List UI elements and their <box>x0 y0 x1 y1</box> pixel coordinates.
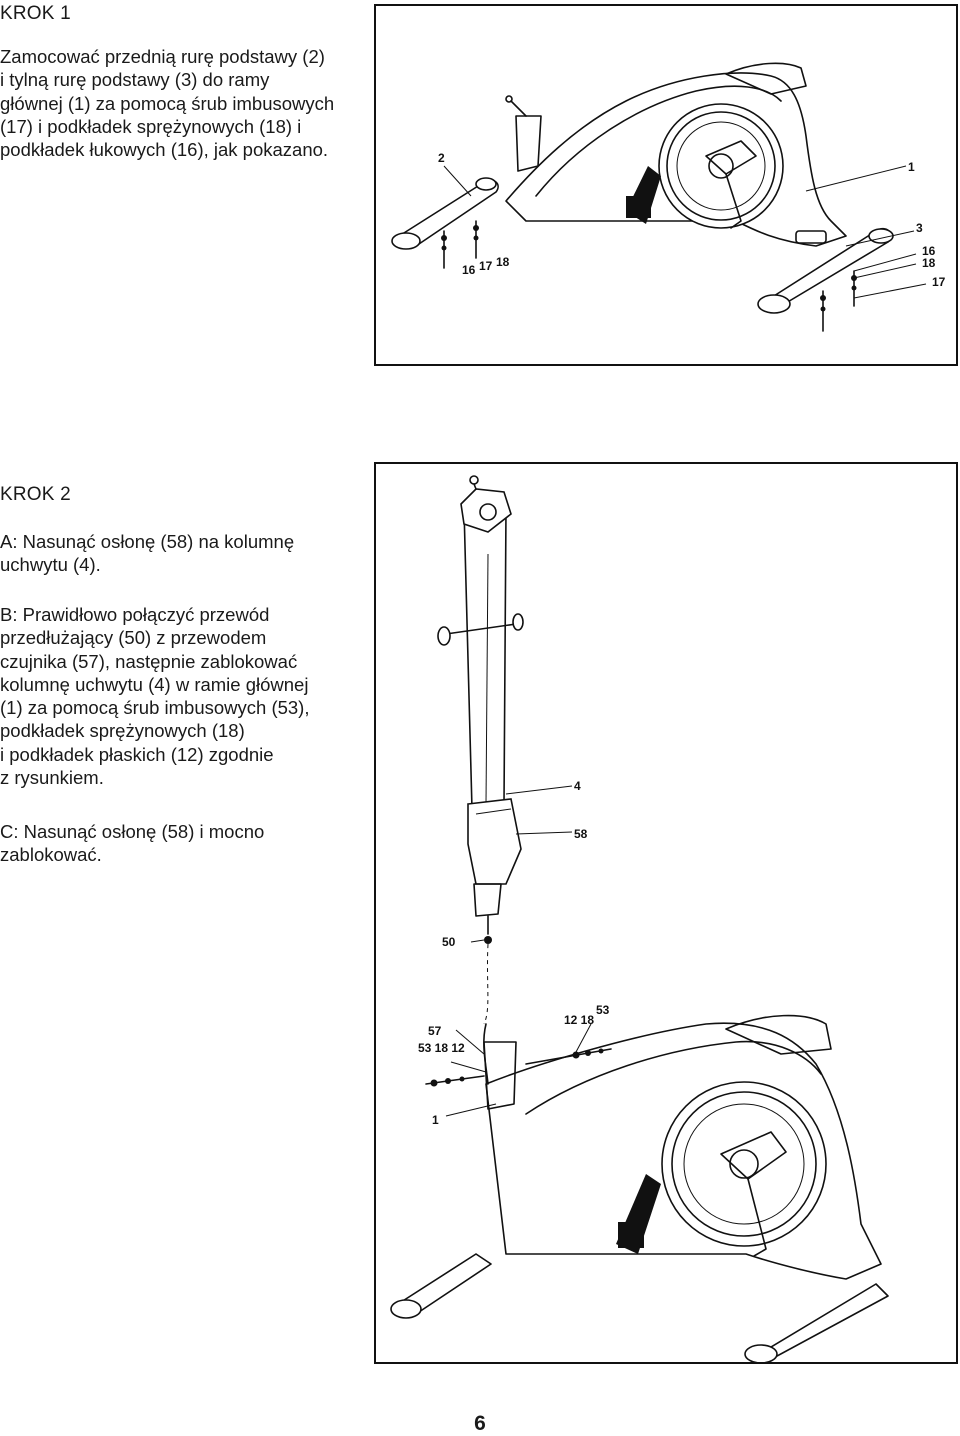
callout-16: 16 <box>922 244 936 258</box>
step2-c-line: C: Nasunąć osłonę (58) i mocno <box>0 821 265 842</box>
step2-instruction-c: C: Nasunąć osłonę (58) i mocno zablokowa… <box>0 820 264 867</box>
callout-18: 18 <box>922 256 936 270</box>
step2-b-line: czujnika (57), następnie zablokować <box>0 650 298 672</box>
step2-instruction-b: B: Prawidłowo połączyć przewód przedłuża… <box>0 603 309 789</box>
step2-b-line: B: Prawidłowo połączyć przewód <box>0 604 270 625</box>
step2-c-line: zablokować. <box>0 844 102 866</box>
step1-line: podkładek łukowych (16), jak pokazano. <box>0 139 329 161</box>
callout-50: 50 <box>442 935 456 949</box>
step2-a-line: uchwytu (4). <box>0 554 101 576</box>
step1-line: (17) i podkładek sprężynowych (18) i <box>0 115 302 137</box>
callout-2: 2 <box>438 151 445 165</box>
callout-53: 53 <box>596 1003 610 1017</box>
step2-figure: 4 58 50 57 53 18 12 12 18 53 1 <box>374 462 958 1364</box>
callout-17: 17 <box>479 259 493 273</box>
callout-12-18: 12 18 <box>564 1013 594 1027</box>
step1-instructions: Zamocować przednią rurę podstawy (2) i t… <box>0 45 334 161</box>
step1-line: Zamocować przednią rurę podstawy (2) <box>0 46 325 67</box>
callout-17: 17 <box>932 275 946 289</box>
step2-b-line: (1) za pomocą śrub imbusowych (53), <box>0 697 310 719</box>
page-number: 6 <box>474 1412 486 1435</box>
step1-figure: 2 1 3 16 17 18 16 18 17 <box>374 4 958 366</box>
step2-elliptical-drawing: 4 58 50 57 53 18 12 12 18 53 1 <box>390 475 889 1362</box>
step2-b-line: z rysunkiem. <box>0 767 104 789</box>
step2-b-line: i podkładek płaskich (12) zgodnie <box>0 743 274 765</box>
callout-16: 16 <box>462 263 476 277</box>
callout-3: 3 <box>916 221 923 235</box>
callout-57: 57 <box>428 1024 442 1038</box>
step2-b-line: kolumnę uchwytu (4) w ramie głównej <box>0 673 309 695</box>
step2-b-line: podkładek sprężynowych (18) <box>0 720 245 742</box>
callout-4: 4 <box>574 779 581 793</box>
callout-1: 1 <box>908 160 915 174</box>
step2-instruction-a: A: Nasunąć osłonę (58) na kolumnę uchwyt… <box>0 530 294 577</box>
step1-line: głównej (1) za pomocą śrub imbusowych <box>0 92 335 114</box>
callout-1: 1 <box>432 1113 439 1127</box>
callout-58: 58 <box>574 827 588 841</box>
callout-18: 18 <box>496 255 510 269</box>
callout-53-18-12: 53 18 12 <box>418 1041 465 1055</box>
step1-heading: KROK 1 <box>0 3 71 24</box>
step1-line: i tylną rurę podstawy (3) do ramy <box>0 69 270 91</box>
step1-elliptical-drawing: 2 1 3 16 17 18 16 18 17 <box>391 62 946 332</box>
step2-heading: KROK 2 <box>0 484 71 505</box>
step2-b-line: przedłużający (50) z przewodem <box>0 627 267 649</box>
step2-a-line: A: Nasunąć osłonę (58) na kolumnę <box>0 531 295 552</box>
